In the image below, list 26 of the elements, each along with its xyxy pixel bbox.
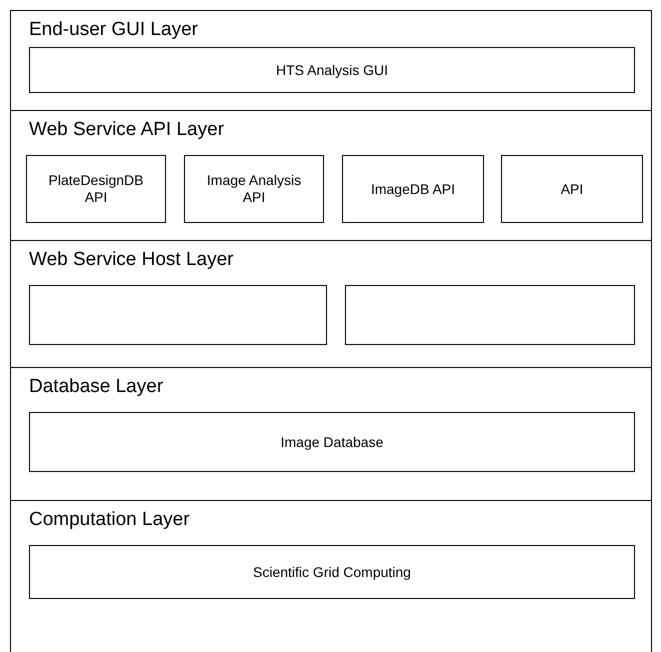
component-box: [345, 285, 635, 345]
component-label: Image Analysis API: [206, 172, 302, 206]
component-box: [26, 155, 166, 223]
component-label: Image Database: [280, 434, 384, 450]
component-label: Scientific Grid Computing: [253, 564, 411, 580]
component-box: [29, 412, 635, 472]
component-box: [29, 545, 635, 599]
component-label: API: [560, 180, 584, 198]
layer-band: [10, 367, 652, 500]
component-box: [184, 155, 324, 223]
layer-band: [10, 240, 652, 367]
layer-title: Database Layer: [29, 376, 164, 398]
component-box: [29, 47, 635, 93]
component-label: PlateDesignDB API: [48, 172, 144, 206]
layer-band: [10, 10, 652, 110]
component-box: [342, 155, 484, 223]
layer-title: Web Service API Layer: [29, 119, 224, 141]
layer-title: Web Service Host Layer: [29, 249, 234, 271]
layer-title: Computation Layer: [29, 509, 190, 531]
component-label: ImageDB API: [370, 180, 456, 198]
layer-band: [10, 110, 652, 240]
layer-title: End-user GUI Layer: [29, 19, 198, 41]
component-box: [29, 285, 327, 345]
layer-band: [10, 500, 652, 652]
component-label: HTS Analysis GUI: [276, 62, 388, 78]
component-box: [501, 155, 643, 223]
